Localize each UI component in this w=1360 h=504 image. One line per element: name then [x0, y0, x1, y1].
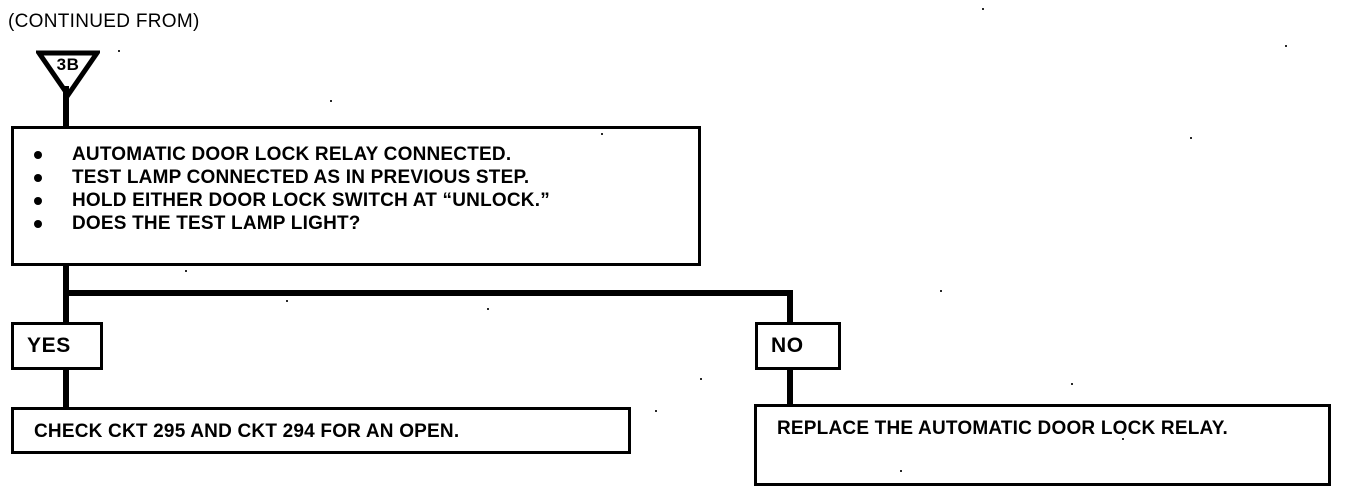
question-trunk-line: [63, 264, 69, 296]
scan-speck: [982, 8, 984, 10]
question-box: AUTOMATIC DOOR LOCK RELAY CONNECTED. TES…: [11, 126, 701, 266]
bullet-dot-icon: [34, 174, 42, 182]
bullet-dot-icon: [34, 151, 42, 159]
bullet-dot-icon: [34, 197, 42, 205]
decision-no-box: NO: [755, 322, 841, 370]
question-bullet-list: AUTOMATIC DOOR LOCK RELAY CONNECTED. TES…: [25, 143, 550, 235]
outcome-check-ckt-text: CHECK CKT 295 AND CKT 294 FOR AN OPEN.: [34, 421, 460, 442]
scan-speck: [940, 290, 942, 292]
scan-speck: [118, 50, 120, 52]
scan-speck: [601, 133, 603, 135]
outcome-check-ckt-box: CHECK CKT 295 AND CKT 294 FOR AN OPEN.: [11, 407, 631, 454]
scan-speck: [286, 300, 288, 302]
scan-speck: [900, 470, 902, 472]
bullet-text: TEST LAMP CONNECTED AS IN PREVIOUS STEP.: [72, 167, 530, 188]
scan-speck: [1285, 45, 1287, 47]
scan-speck: [700, 378, 702, 380]
decision-yes-box: YES: [11, 322, 103, 370]
list-item: HOLD EITHER DOOR LOCK SWITCH AT “UNLOCK.…: [25, 189, 550, 212]
bullet-dot-icon: [34, 220, 42, 228]
outcome-replace-relay-text: REPLACE THE AUTOMATIC DOOR LOCK RELAY.: [777, 418, 1228, 439]
connector-label: 3B: [56, 55, 80, 74]
scan-speck: [185, 270, 187, 272]
scan-speck: [1071, 383, 1073, 385]
list-item: AUTOMATIC DOOR LOCK RELAY CONNECTED.: [25, 143, 550, 166]
connector-triangle-icon: [36, 50, 100, 98]
outcome-replace-relay-box: REPLACE THE AUTOMATIC DOOR LOCK RELAY.: [754, 404, 1331, 486]
decision-no-label: NO: [771, 334, 804, 357]
scan-speck: [487, 308, 489, 310]
bullet-text: DOES THE TEST LAMP LIGHT?: [72, 213, 361, 234]
scan-speck: [655, 410, 657, 412]
bullet-text: HOLD EITHER DOOR LOCK SWITCH AT “UNLOCK.…: [72, 190, 550, 211]
connector-stem-line: [63, 86, 69, 130]
decision-yes-label: YES: [27, 334, 71, 357]
branch-horizontal-line: [63, 290, 793, 296]
bullet-text: AUTOMATIC DOOR LOCK RELAY CONNECTED.: [72, 144, 512, 165]
list-item: TEST LAMP CONNECTED AS IN PREVIOUS STEP.: [25, 166, 550, 189]
scan-speck: [1190, 137, 1192, 139]
scan-speck: [330, 100, 332, 102]
list-item: DOES THE TEST LAMP LIGHT?: [25, 212, 550, 235]
continued-from-label: (CONTINUED FROM): [8, 11, 200, 32]
scan-speck: [1122, 438, 1124, 440]
